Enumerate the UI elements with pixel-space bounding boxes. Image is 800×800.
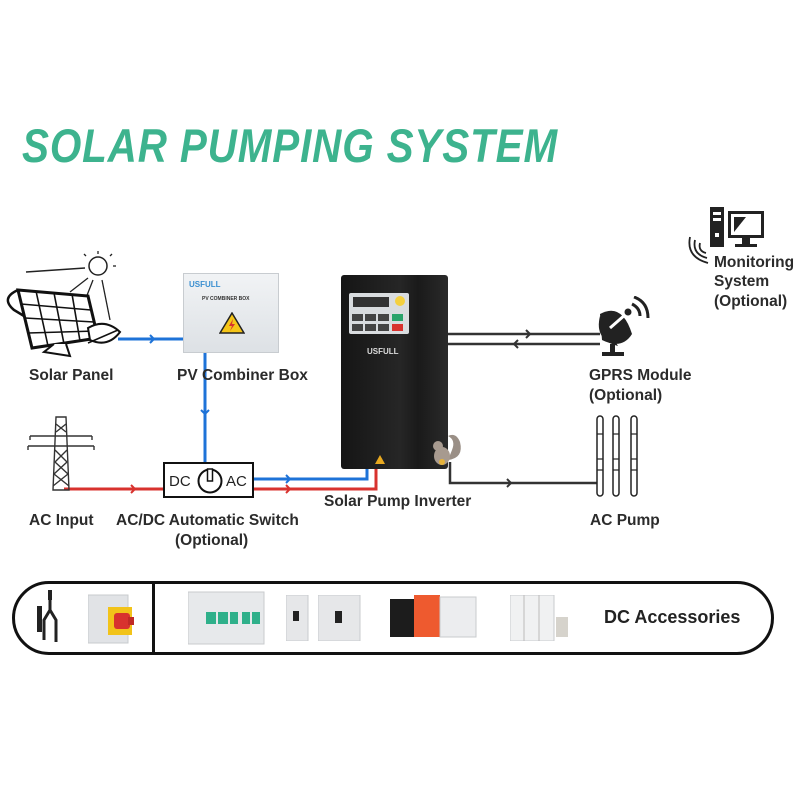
gprs-label-line1: GPRS Module <box>589 367 692 384</box>
status-led-icon <box>395 296 405 306</box>
switch-dial-icon <box>197 468 223 494</box>
inverter-keypad <box>349 293 409 334</box>
computer-icon <box>688 207 764 264</box>
accessories-divider <box>152 583 155 654</box>
ac-dc-automatic-switch: DC AC <box>163 462 254 498</box>
pv-combiner-label: PV Combiner Box <box>177 367 308 384</box>
ac-wire-switch-to-inverter <box>254 465 378 494</box>
isolator-switch-icon <box>88 594 134 644</box>
ac-pump-label: AC Pump <box>590 512 660 529</box>
power-tower-icon <box>27 416 95 491</box>
pump-icon <box>596 415 638 497</box>
dc-wire-panel-to-combiner <box>118 334 185 344</box>
ac-wire-inverter-to-pump <box>448 462 598 488</box>
switch-ac-text: AC <box>226 473 247 490</box>
signal-wire-inverter-gprs <box>448 329 600 349</box>
mc4-connector-icon <box>37 590 58 642</box>
squirrel-icon <box>433 434 461 465</box>
switch-label-line1: AC/DC Automatic Switch <box>116 512 299 529</box>
dc-circuit-breaker-icon <box>188 591 265 645</box>
inverter-brand: USFULL <box>367 347 399 356</box>
pv-combiner-box: USFULL PV COMBINER BOX <box>183 273 279 353</box>
mccb-small-icon <box>286 595 309 641</box>
combiner-brand: USFULL <box>189 280 221 289</box>
high-voltage-warning-icon <box>219 312 245 334</box>
warning-icon <box>375 455 385 464</box>
solar-pump-inverter: USFULL <box>341 275 448 469</box>
accessories-strip <box>12 581 774 655</box>
switch-label-line2: (Optional) <box>175 532 249 549</box>
dc-accessories-label: DC Accessories <box>604 607 741 627</box>
ac-input-label: AC Input <box>29 512 94 529</box>
dc-wire-combiner-to-switch <box>200 352 210 462</box>
inverter-label: Solar Pump Inverter <box>324 493 472 510</box>
monitoring-label-line1: Monitoring <box>714 254 795 271</box>
monitoring-label-line2: System <box>714 273 770 290</box>
combiner-plate: PV COMBINER BOX <box>202 296 250 302</box>
diagram-title: SOLAR PUMPING SYSTEM <box>22 119 558 172</box>
switch-dc-text: DC <box>169 473 191 490</box>
mccb-large-icon <box>318 595 361 641</box>
satellite-dish-icon <box>598 296 650 356</box>
ac-wire-input-to-switch <box>64 484 163 494</box>
gprs-label-line2: (Optional) <box>589 387 663 404</box>
solar-panel-label: Solar Panel <box>29 367 114 384</box>
monitoring-label-line3: (Optional) <box>714 293 788 310</box>
surge-protector-icon <box>390 595 477 638</box>
dc-wire-switch-to-inverter <box>254 465 369 484</box>
fuse-holder-icon <box>510 595 568 641</box>
solar-panel-icon <box>6 251 122 358</box>
